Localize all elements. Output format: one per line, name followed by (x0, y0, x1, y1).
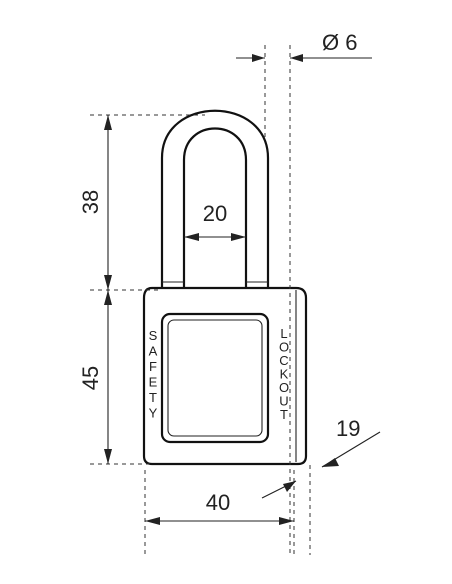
h45-arrow-top (104, 290, 112, 305)
d19-arrow-upper (322, 458, 339, 467)
d19-arrow-lower (283, 481, 296, 492)
dimension-shackle-width: 20 (184, 201, 246, 241)
dimension-body-height: 45 (78, 290, 112, 464)
body-width-label: 40 (206, 490, 230, 515)
shackle-width-label: 20 (203, 201, 227, 226)
w40-arrow-right (279, 517, 294, 525)
shackle-inner-outline (182, 127, 248, 288)
dimension-body-depth: 19 (261, 416, 381, 499)
w40-arrow-left (145, 517, 160, 525)
body-label-recess (160, 312, 270, 444)
h38-arrow-bottom (104, 275, 112, 290)
dimension-shackle-diameter: Ø 6 (236, 30, 372, 62)
shackle-height-label: 38 (78, 190, 103, 214)
body-outer-outline (142, 286, 308, 466)
dia-arrow-right (290, 54, 303, 62)
w20-arrow-right (231, 233, 246, 241)
body-depth-label: 19 (336, 416, 360, 441)
h38-arrow-top (104, 115, 112, 130)
shackle-outer-outline (160, 109, 270, 288)
padlock-shackle (160, 109, 270, 288)
body-height-label: 45 (78, 366, 103, 390)
body-label-inner (167, 319, 263, 437)
extension-lines (90, 45, 311, 555)
dia-arrow-left (252, 54, 265, 62)
shackle-diameter-label: Ø 6 (322, 30, 357, 55)
dimension-shackle-height: 38 (78, 115, 112, 290)
w20-arrow-left (184, 233, 199, 241)
dimension-body-width: 40 (145, 490, 294, 525)
h45-arrow-bottom (104, 449, 112, 464)
